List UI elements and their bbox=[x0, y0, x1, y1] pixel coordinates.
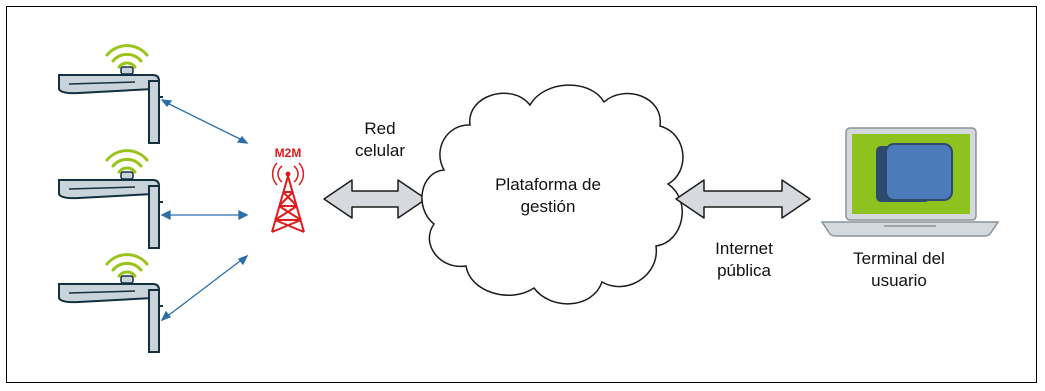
cellular-network-text: Red celular bbox=[354, 119, 406, 160]
user-terminal-text: Terminal del usuario bbox=[853, 249, 945, 290]
cloud-icon bbox=[421, 84, 684, 305]
streetlight-wifi-icon bbox=[59, 255, 163, 352]
radio-tower-icon: M2M bbox=[271, 146, 305, 233]
streetlight-wifi-icon bbox=[59, 151, 163, 248]
cellular-network-label: Red celular bbox=[340, 118, 420, 162]
public-internet-text: Internet pública bbox=[715, 239, 773, 280]
link-arrows bbox=[160, 99, 249, 322]
public-internet-label: Internet pública bbox=[694, 238, 794, 282]
diagram-frame bbox=[6, 6, 1037, 383]
streetlight-wifi-icon bbox=[59, 46, 163, 143]
management-platform-text: Plataforma de gestión bbox=[495, 175, 601, 216]
internet-double-arrow bbox=[675, 179, 811, 219]
tower-badge: M2M bbox=[275, 146, 302, 160]
management-platform-label: Plataforma de gestión bbox=[468, 174, 628, 218]
cellular-double-arrow bbox=[323, 179, 427, 219]
user-terminal-label: Terminal del usuario bbox=[834, 248, 964, 292]
laptop-icon bbox=[820, 127, 1000, 237]
